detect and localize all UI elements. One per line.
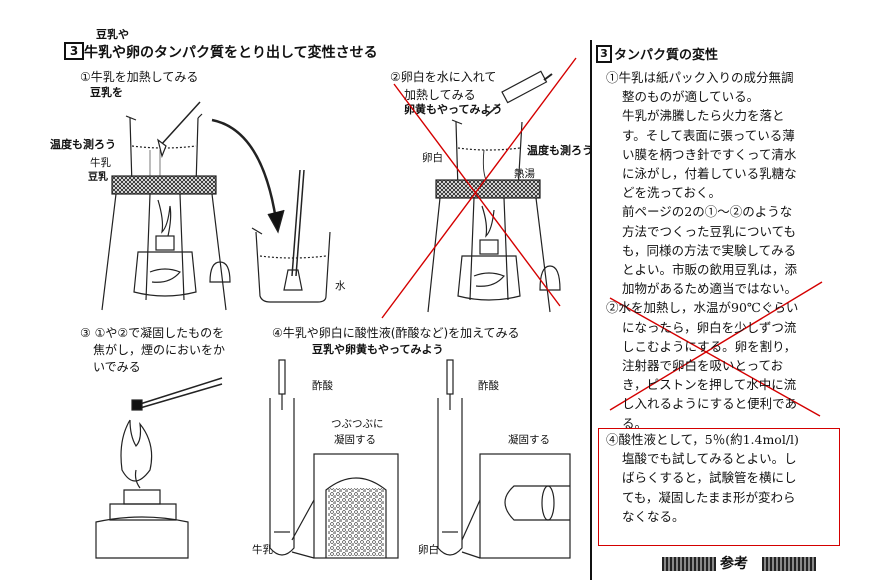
note-line: 注射器で卵白を吸いとってお — [622, 358, 784, 374]
step2-label-line2: 加熱してみる — [404, 88, 476, 102]
handwritten-note-top: 豆乳や — [96, 28, 129, 41]
note-line: になったら，卵白を少しずつ流 — [622, 319, 797, 335]
step3-line2: 焦がし，煙のにおいをか — [93, 343, 226, 357]
step2-label-line1: ②卵白を水に入れて — [390, 70, 497, 84]
note-line: ②水を加熱し，水温が90℃ぐらい — [606, 300, 799, 316]
note-line: に泳がし，付着している乳糖な — [622, 166, 797, 182]
note-line: る。 — [622, 415, 648, 431]
right-heading: タンパク質の変性 — [614, 48, 719, 63]
wire-gauze-1 — [111, 175, 217, 195]
arrow-head — [267, 209, 285, 234]
note-line: 牛乳が沸騰したら火力を落と — [622, 108, 785, 124]
label-eggwhite: 卵白 — [422, 152, 443, 164]
label-milk: 牛乳 — [90, 157, 111, 169]
callout1-line2: 凝固する — [334, 434, 376, 446]
reference-bar-left — [662, 557, 716, 571]
boxed-note-line: なくなる。 — [622, 508, 685, 524]
note-line: 方法でつくった豆乳についても — [622, 223, 797, 239]
step1-note: 豆乳を — [90, 86, 123, 99]
note-line: き，ピストンを押して水中に流 — [622, 377, 797, 393]
syringe — [485, 70, 553, 117]
note-line: す。そして表面に張っている薄 — [622, 127, 795, 143]
label-vinegar-1: 酢酸 — [312, 380, 333, 392]
tripod-2 — [427, 197, 551, 313]
note-line: ①牛乳は紙パック入りの成分無調 — [606, 70, 794, 85]
tripod-1 — [101, 193, 227, 311]
note-line: どを洗っておく。 — [622, 185, 722, 201]
label-soy: 豆乳 — [88, 172, 108, 183]
boxed-note-line: 塩酸でも試してみるとよい。し — [622, 451, 797, 467]
note-line: 前ページの2の①〜②のような — [622, 204, 793, 220]
label-milk-tube: 牛乳 — [252, 544, 273, 556]
boxed-note-line: ても，凝固したまま形が変わら — [622, 489, 796, 505]
callout-box-1 — [291, 453, 399, 559]
callout1-line1: つぶつぶに — [331, 418, 384, 430]
tweezers — [131, 377, 223, 411]
label-eggwhite-tube: 卵白 — [418, 544, 439, 556]
note-line: し入れるようにすると便利であ — [622, 396, 798, 412]
step4-label: ④牛乳や卵白に酸性液(酢酸など)を加えてみる — [272, 326, 520, 340]
section-number-box: 3 — [64, 42, 84, 60]
step1-label: ①牛乳を加熱してみる — [80, 70, 199, 84]
label-vinegar-2: 酢酸 — [478, 380, 499, 392]
beaker-water — [251, 169, 331, 303]
temp-note-right: 温度も測ろう — [527, 144, 593, 157]
note-line: 整のものが適している。 — [622, 89, 760, 105]
note-line: 加物があるため適当ではない。 — [622, 281, 798, 297]
arrow-curve — [211, 118, 278, 221]
reference-bar: 参考 — [662, 553, 832, 573]
section-title: 牛乳や卵のタンパク質をとり出して変性させる — [84, 45, 378, 61]
candle-flame — [95, 419, 189, 559]
step2-note: 卵黄もやってみよう — [404, 103, 503, 116]
alcohol-lamp-1 — [133, 199, 197, 297]
red-cross-out-step2 — [381, 57, 577, 319]
note-line: しこむようにする。卵を割り， — [622, 338, 797, 354]
wire-gauze-2 — [435, 179, 541, 199]
temp-note-left: 温度も測ろう — [50, 138, 116, 151]
step3-line3: いでみる — [93, 360, 141, 374]
reference-bar-right — [762, 557, 816, 571]
lamp-cap-1 — [209, 261, 231, 283]
note-line: とよい。市販の飲用豆乳は，添 — [622, 262, 798, 278]
callout-box-2 — [461, 453, 571, 559]
label-water: 水 — [335, 280, 346, 292]
boxed-note-line: ④酸性液として，5％(約1.4mol/l) — [606, 432, 799, 447]
note-line: い膜を柄つき針ですくって清水 — [622, 146, 797, 162]
step3-line1: ③ ①や②で凝固したものを — [80, 326, 225, 340]
reference-heading: 参考 — [720, 556, 748, 572]
test-tube-milk — [269, 359, 295, 556]
step4-note: 豆乳や卵黄もやってみよう — [312, 343, 444, 356]
right-notes-body: ①牛乳は紙パック入りの成分無調整のものが適している。牛乳が沸騰したら火力を落とす… — [604, 68, 844, 433]
boxed-note-body: ④酸性液として，5％(約1.4mol/l) 塩酸でも試してみるとよい。しばらくする… — [604, 430, 844, 526]
note-line: も，同様の方法で実験してみる — [622, 242, 797, 258]
test-tube-egg — [437, 359, 463, 556]
lamp-cap-2 — [539, 265, 561, 291]
alcohol-lamp-2 — [457, 205, 521, 301]
boxed-note-line: ばらくすると，試験管を横にし — [622, 470, 797, 486]
column-divider — [590, 40, 592, 580]
callout2: 凝固する — [508, 434, 550, 446]
right-section-number: 3 — [596, 45, 612, 63]
red-cross-out-note2 — [609, 281, 823, 417]
red-highlight-box — [598, 428, 840, 546]
